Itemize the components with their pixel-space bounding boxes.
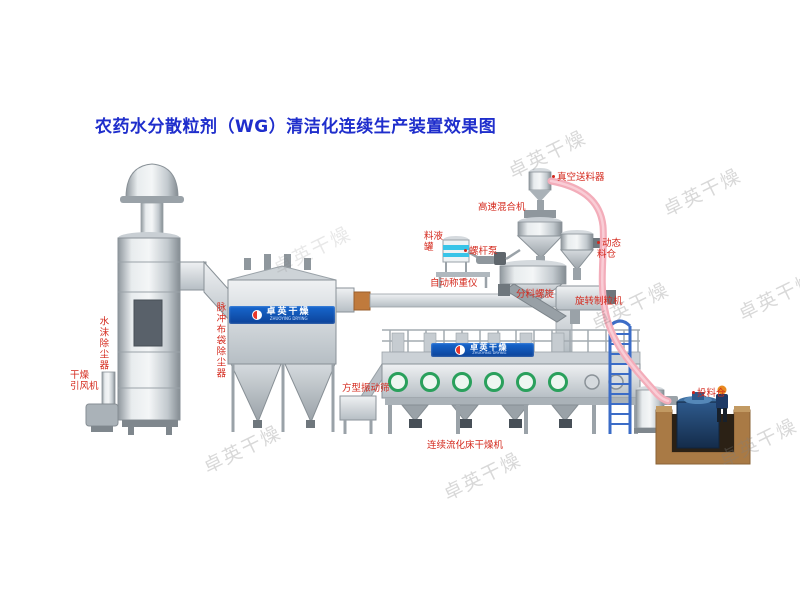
brand-name: 卓英干燥 [266, 307, 311, 317]
label-auto-weigher: 自动称重仪 [430, 278, 478, 289]
vacuum-conveying-pipe [547, 177, 672, 405]
label-distribution-screw: 分料螺旋 [516, 289, 555, 300]
label-liquid-tank: 料液 罐 [424, 231, 444, 254]
brand-text: 卓英干燥 ZHUOYING DRYING [468, 342, 511, 357]
label-dryer-fan: 干燥 引风机 [70, 370, 99, 393]
brand-logo-icon [454, 345, 465, 355]
brand-logo-icon [251, 310, 262, 320]
label-vacuum-feeder: 真空送料器 [552, 172, 605, 183]
pulse-bag-filter-unit [227, 254, 337, 432]
dryer-fan-unit [85, 371, 119, 432]
water-scrubber-tower [117, 163, 184, 435]
label-fluid-bed-dryer: 连续流化床干燥机 [427, 440, 504, 451]
brand-name: 卓英干燥 [470, 342, 508, 352]
label-screw-pump: 螺杆泵 [464, 246, 498, 257]
page-title: 农药水分散粒剂（WG）清洁化连续生产装置效果图 [95, 117, 497, 137]
brand-text: 卓英干燥 ZHUOYING DRYING [265, 308, 312, 322]
liquid-tank-unit [442, 236, 470, 272]
label-high-speed-mixer: 高速混合机 [478, 202, 526, 213]
distribution-screw-unit [498, 283, 567, 323]
brand-subtitle: ZHUOYING DRYING [269, 316, 308, 322]
label-dynamic-silo: 动态 料仓 [597, 238, 622, 261]
auto-weigher-unit [436, 272, 490, 288]
vacuum-feeder-unit [528, 168, 552, 211]
label-square-sieve: 方型振动筛 [342, 383, 390, 394]
label-pulse-bag-filter: 脉冲布袋除尘器 [214, 302, 226, 379]
brand-band-bagfilter: 卓英干燥 ZHUOYING DRYING [229, 306, 335, 324]
label-rotary-granulator: 旋转制粒机 [575, 296, 623, 307]
brand-subtitle: ZHUOYING DRYING [471, 351, 507, 356]
label-water-scrubber: 水沫除尘器 [97, 316, 109, 371]
brand-band-dryer: 卓英干燥 ZHUOYING DRYING [431, 343, 534, 357]
label-feeding-silo: 投料仓 [692, 388, 726, 399]
